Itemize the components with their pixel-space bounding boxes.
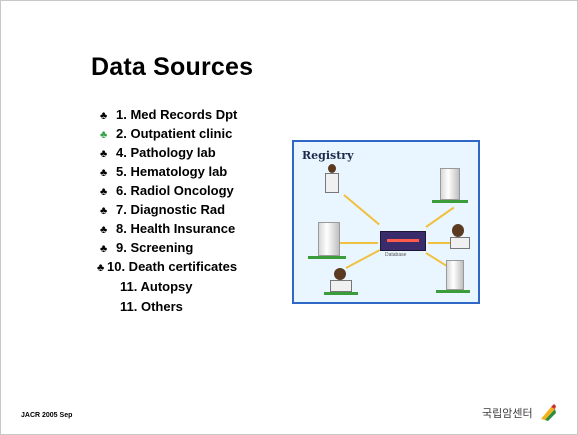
ground-line <box>308 256 346 259</box>
list-item: ♣2. Outpatient clinic <box>100 126 233 141</box>
club-bullet-icon: ♣ <box>100 129 108 141</box>
list-item: 11. Autopsy <box>120 279 193 294</box>
registry-diagram: Registry Database <box>292 140 480 304</box>
club-bullet-icon: ♣ <box>100 167 108 179</box>
arrow-icon <box>345 249 381 269</box>
person-icon <box>334 268 346 280</box>
database-caption: Database <box>385 252 407 258</box>
registry-label: Registry <box>302 149 354 162</box>
club-bullet-icon: ♣ <box>97 262 105 274</box>
list-item: ♣9. Screening <box>100 240 194 255</box>
list-item: ♣10. Death certificates <box>97 259 238 274</box>
list-item: ♣4. Pathology lab <box>100 145 216 160</box>
club-bullet-icon: ♣ <box>100 148 108 160</box>
hospital-building-icon <box>318 222 340 256</box>
person-body <box>330 280 352 292</box>
club-bullet-icon: ♣ <box>100 110 108 122</box>
ground-line <box>436 290 470 293</box>
person-icon <box>452 224 464 237</box>
club-bullet-icon: ♣ <box>100 224 108 236</box>
club-bullet-icon: ♣ <box>100 205 108 217</box>
footer-text: JACR 2005 Sep <box>21 412 73 419</box>
hospital-building-icon <box>446 260 464 290</box>
logo-mark-icon <box>541 404 556 421</box>
person-icon <box>328 164 336 173</box>
person-body <box>325 173 339 193</box>
arrow-icon <box>338 242 378 244</box>
logo-text: 국립암센터 <box>482 407 533 420</box>
list-item: ♣8. Health Insurance <box>100 221 236 236</box>
ground-line <box>324 292 358 295</box>
slide-title: Data Sources <box>91 53 254 81</box>
list-item: ♣6. Radiol Oncology <box>100 183 234 198</box>
hospital-building-icon <box>440 168 460 200</box>
list-item: ♣5. Hematology lab <box>100 164 228 179</box>
list-item: ♣1. Med Records Dpt <box>100 107 238 122</box>
list-item: ♣7. Diagnostic Rad <box>100 202 226 217</box>
arrow-icon <box>428 242 456 244</box>
person-body <box>450 237 470 249</box>
club-bullet-icon: ♣ <box>100 186 108 198</box>
list-item: 11. Others <box>120 299 183 314</box>
database-server-icon <box>380 231 426 251</box>
arrow-icon <box>425 206 455 228</box>
club-bullet-icon: ♣ <box>100 243 108 255</box>
ground-line <box>432 200 468 203</box>
arrow-icon <box>343 194 380 226</box>
